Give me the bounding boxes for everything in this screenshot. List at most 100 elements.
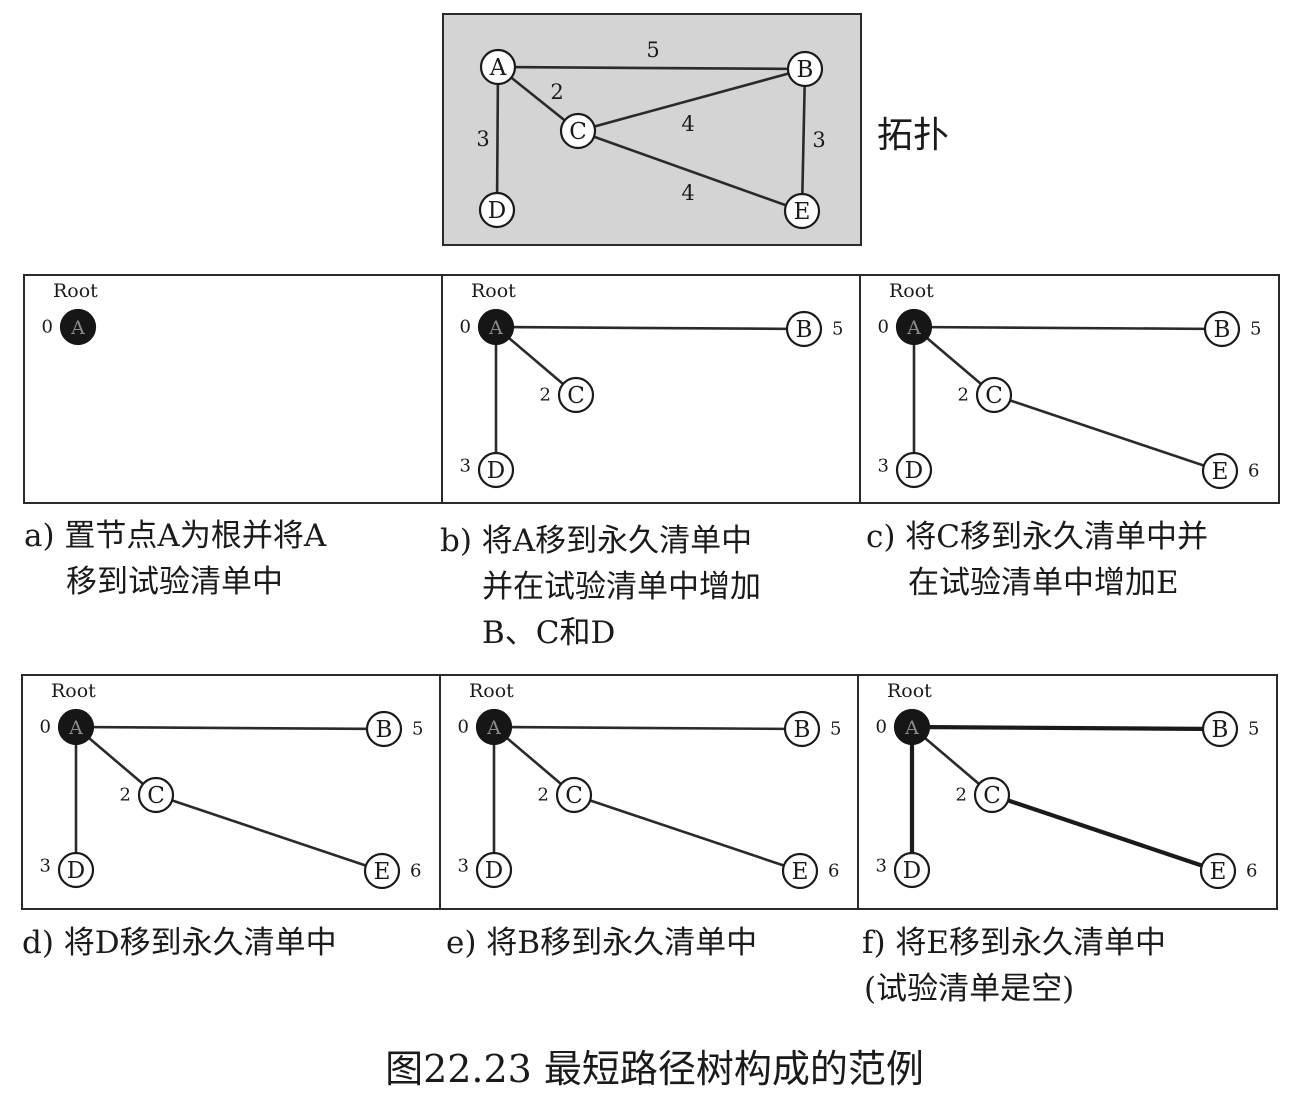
node-label: A: [489, 55, 507, 81]
distance-label: 6: [828, 861, 839, 882]
root-node-A: [57, 708, 95, 746]
distance-label: 5: [1248, 719, 1259, 740]
node-label: C: [567, 383, 585, 409]
node-label: E: [792, 859, 809, 885]
root-node-A: [895, 308, 933, 346]
step-panel-border: [859, 274, 1280, 504]
root-label: Root: [51, 680, 96, 702]
tree-node-B: [785, 310, 823, 348]
topology-node-C: [559, 112, 597, 150]
tree-edge-CE: [991, 793, 1219, 873]
node-label: C: [565, 783, 583, 809]
topology-edge-CB: [577, 67, 806, 133]
root-node-A: [59, 308, 97, 346]
tree-node-B: [783, 710, 821, 748]
caption-line: c) 将C移到永久清单中并: [866, 519, 1209, 555]
distance-label: 2: [956, 785, 967, 806]
distance-label: 3: [40, 856, 51, 877]
caption-line: f) 将E移到永久清单中: [862, 925, 1167, 961]
tree-edge-CE: [993, 393, 1221, 473]
node-label: B: [1212, 717, 1229, 743]
node-label: A: [904, 717, 919, 739]
tree-node-D: [57, 851, 95, 889]
step-panel-border: [23, 274, 443, 504]
node-label: E: [794, 199, 811, 225]
node-label: A: [488, 317, 503, 339]
distance-label: 5: [412, 719, 423, 740]
distance-label: 3: [460, 456, 471, 477]
node-label: D: [485, 858, 503, 884]
distance-label: 0: [460, 317, 471, 338]
root-label: Root: [471, 280, 516, 302]
node-label: E: [1210, 859, 1227, 885]
tree-node-B: [1201, 710, 1239, 748]
node-label: E: [1212, 459, 1229, 485]
node-label: D: [905, 458, 923, 484]
node-label: D: [487, 458, 505, 484]
tree-node-E: [781, 852, 819, 890]
distance-label: 2: [958, 385, 969, 406]
caption-line: 并在试验清单中增加: [482, 569, 761, 605]
tree-node-D: [477, 451, 515, 489]
topology-edge-CE: [577, 129, 803, 213]
root-node-A: [477, 308, 515, 346]
caption-line: a) 置节点A为根并将A: [24, 518, 327, 554]
caption-step-b: b) 将A移到永久清单中 并在试验清单中增加 B、C和D: [440, 518, 761, 656]
caption-step-d: d) 将D移到永久清单中: [22, 920, 337, 966]
root-node-A: [893, 708, 931, 746]
node-label: D: [488, 198, 506, 224]
distance-label: 6: [410, 861, 421, 882]
node-label: E: [374, 859, 391, 885]
tree-node-C: [557, 376, 595, 414]
tree-node-C: [975, 376, 1013, 414]
root-label: Root: [889, 280, 934, 302]
tree-node-C: [973, 776, 1011, 814]
tree-edge-CE: [573, 793, 801, 873]
distance-label: 3: [458, 856, 469, 877]
distance-label: 5: [1250, 319, 1261, 340]
caption-step-f: f) 将E移到永久清单中 (试验清单是空): [862, 920, 1166, 1012]
tree-node-C: [555, 776, 593, 814]
distance-label: 6: [1246, 861, 1257, 882]
caption-line: b) 将A移到永久清单中: [440, 523, 753, 559]
distance-label: 2: [538, 785, 549, 806]
caption-line: e) 将B移到永久清单中: [446, 925, 758, 961]
node-label: A: [70, 317, 85, 339]
tree-edge-AB: [911, 724, 1221, 732]
edge-weight-label: 5: [646, 38, 659, 62]
caption-line: (试验清单是空): [864, 971, 1075, 1007]
root-label: Root: [53, 280, 98, 302]
figure-caption: 图22.23 最短路径树构成的范例: [385, 1047, 924, 1091]
node-label: A: [906, 317, 921, 339]
caption-line: B、C和D: [482, 615, 616, 651]
distance-label: 2: [540, 385, 551, 406]
step-panel-border: [857, 674, 1278, 910]
topology-node-D: [478, 191, 516, 229]
caption-step-e: e) 将B移到永久清单中: [446, 920, 757, 966]
caption-step-c: c) 将C移到永久清单中并 在试验清单中增加E: [866, 514, 1208, 606]
topology-edge-AB: [497, 65, 806, 71]
tree-edge-CE: [155, 793, 383, 873]
edge-weight-label: 2: [550, 80, 563, 104]
topology-edge-AD: [495, 66, 500, 211]
node-label: A: [486, 717, 501, 739]
distance-label: 3: [876, 856, 887, 877]
edge-weight-label: 4: [681, 181, 694, 205]
topology-node-B: [786, 50, 824, 88]
root-node-A: [475, 708, 513, 746]
topology-node-A: [479, 48, 517, 86]
distance-label: 6: [1248, 461, 1259, 482]
distance-label: 0: [876, 717, 887, 738]
tree-edge-AB: [913, 325, 1223, 331]
caption-line: d) 将D移到永久清单中: [22, 925, 337, 961]
tree-node-D: [895, 451, 933, 489]
tree-node-D: [893, 851, 931, 889]
